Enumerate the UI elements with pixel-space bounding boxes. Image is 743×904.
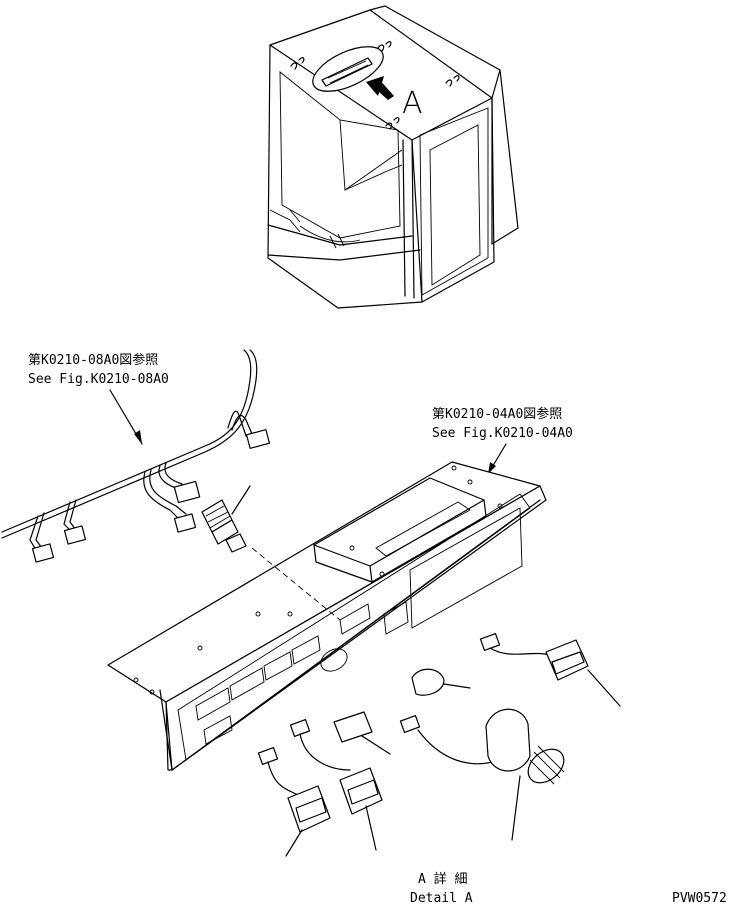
ref-right-jp: 第K0210-04A0図参照 — [432, 406, 562, 422]
detail-caption-en: Detail A — [410, 891, 473, 904]
wiring-harness — [1, 349, 271, 563]
components — [257, 633, 621, 857]
ref-left-jp: 第K0210-08A0図参照 — [28, 352, 158, 368]
view-label: A — [402, 86, 423, 121]
leader-arrow-left — [134, 430, 142, 444]
switch-panel — [107, 461, 547, 771]
ref-left-en: See Fig.K0210-08A0 — [28, 372, 169, 387]
ref-right-en: See Fig.K0210-04A0 — [432, 426, 573, 441]
drawing-code: PVW0572 — [672, 891, 727, 904]
leader-arrow-right — [488, 462, 496, 474]
cab-illustration — [267, 5, 519, 309]
detail-caption-jp: A 詳 細 — [418, 871, 467, 887]
